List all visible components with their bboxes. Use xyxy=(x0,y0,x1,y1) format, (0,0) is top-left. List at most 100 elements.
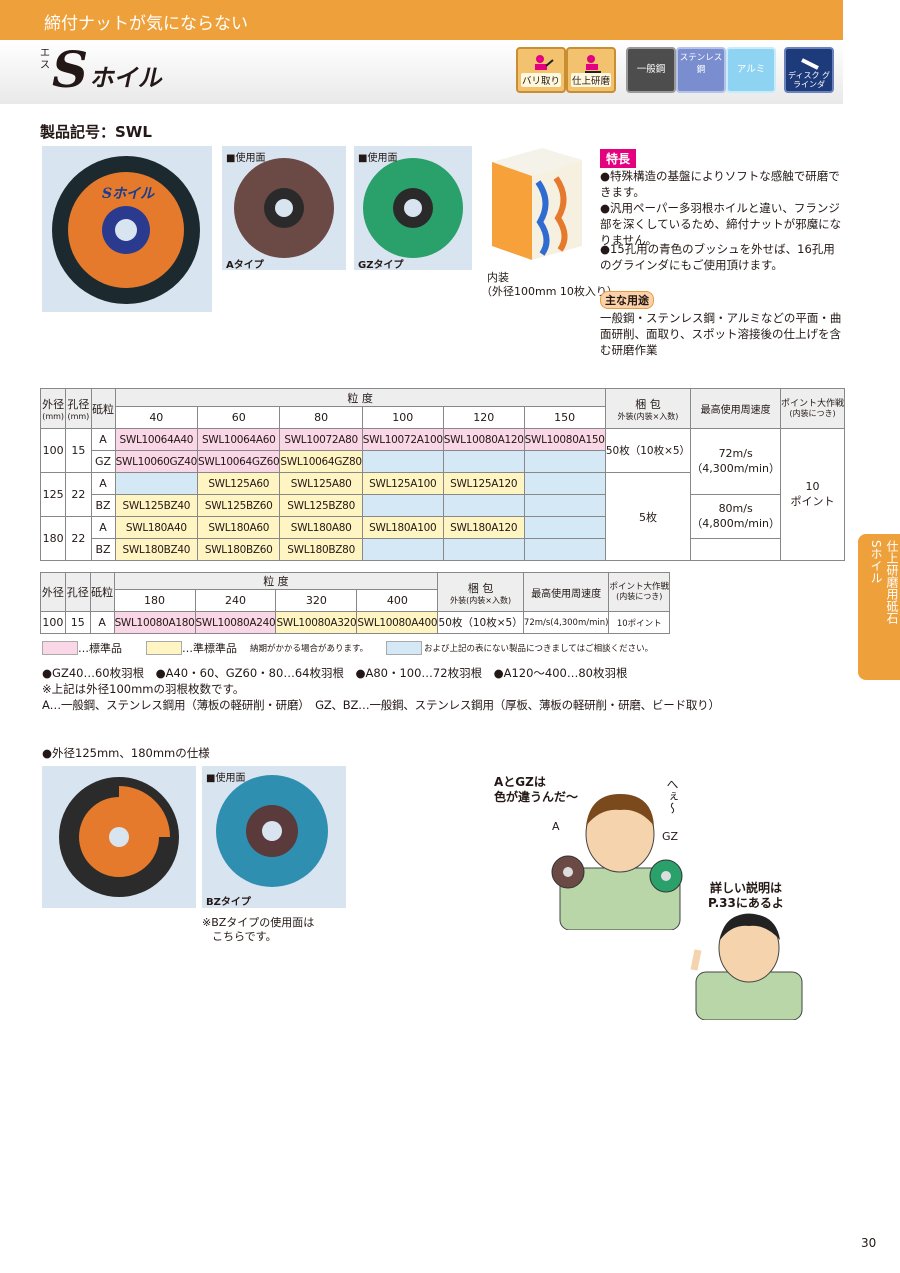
note-blades: ●GZ40…60枚羽根 ●A40・60、GZ60・80…64枚羽根 ●A80・1… xyxy=(42,666,628,680)
tool-disc-grinder: ディスク グラインダ xyxy=(784,47,834,93)
cell-code: SWL10072A80 xyxy=(279,428,363,451)
feature-3: ●15孔用の青色のブッシュを外せば、16孔用のグラインダにもご使用頂けます。 xyxy=(600,242,835,272)
cell-hole: 22 xyxy=(65,516,92,561)
feature-1: ●特殊構造の基盤によりソフトな感触で研磨できます。 xyxy=(600,169,840,199)
cell-code: SWL180A100 xyxy=(361,516,444,539)
th-pack: 梱 包外装(内装×入数) xyxy=(437,572,524,612)
cell-grit: A xyxy=(90,428,116,451)
cell-code: SWL180BZ40 xyxy=(114,538,199,561)
cell-code: SWL10080A120 xyxy=(442,428,525,451)
cell-empty xyxy=(361,538,444,561)
th-size-180: 180 xyxy=(113,589,196,612)
th-hole: 孔径(mm) xyxy=(65,388,92,429)
logo-word: ホイル xyxy=(88,64,167,92)
th-point: ポイント大作戦(内装につき) xyxy=(608,572,670,612)
cartoon-hee: へぇ〜 xyxy=(665,778,679,814)
th-speed: 最高使用周速度 xyxy=(690,388,781,429)
note-types: A…一般鋼、ステンレス鋼用（薄板の軽研削・研磨） GZ、BZ…一般鋼、ステンレス… xyxy=(42,698,720,712)
type-a-label: Aタイプ xyxy=(226,260,264,271)
cartoon-a-label: A xyxy=(552,820,560,833)
cell-grit: A xyxy=(90,516,116,539)
type-bz-photo xyxy=(202,766,346,908)
usage-face-label-bz: ■使用面 xyxy=(206,773,246,784)
th-od: 外径 xyxy=(40,572,66,612)
th-point: ポイント大作戦(内装につき) xyxy=(779,388,846,429)
cell-code: SWL125A100 xyxy=(361,472,444,495)
page-number: 30 xyxy=(861,1236,877,1250)
cell-code: SWL10064A40 xyxy=(114,428,199,451)
cell-code: SWL10080A150 xyxy=(523,428,606,451)
product-code: 製品記号：SWL xyxy=(40,123,152,141)
th-size-100: 100 xyxy=(361,406,444,429)
th-grit: 砥粒 xyxy=(90,388,116,429)
cell-empty xyxy=(114,472,199,495)
cell-grit: GZ xyxy=(90,450,116,473)
legend-swatch-other xyxy=(386,641,422,655)
header-title: 締付ナットが気にならない xyxy=(44,14,248,34)
th-od: 外径(mm) xyxy=(39,388,67,429)
cell-speed: 72m/s(4,300m/min) xyxy=(522,611,610,634)
cell-code: SWL10072A100 xyxy=(361,428,444,451)
cartoon-bubble-1: AとGZは xyxy=(494,775,546,789)
inner-box-note: （外径100mm 10枚入り） xyxy=(481,285,618,298)
th-size: 粒 度 xyxy=(113,572,439,590)
cell-empty xyxy=(523,494,606,517)
cell-code: SWL125A80 xyxy=(279,472,363,495)
logo-s: S xyxy=(52,40,89,99)
side-tab-line2: Sホイル xyxy=(869,540,883,584)
material-steel-label: 一般鋼 xyxy=(636,64,666,75)
cell-empty xyxy=(523,516,606,539)
cell-code: SWL10064GZ80 xyxy=(279,450,363,473)
cell-code: SWL180A60 xyxy=(197,516,281,539)
legend-semi-note: 納期がかかる場合があります。 xyxy=(250,644,369,654)
material-stainless: ステンレス鋼 xyxy=(676,47,726,93)
cell-grit: BZ xyxy=(90,538,116,561)
usage-face-label-a: ■使用面 xyxy=(226,153,266,164)
legend-standard: …標準品 xyxy=(78,642,122,655)
cell-empty xyxy=(361,450,444,473)
cell-empty xyxy=(361,494,444,517)
th-size-240: 240 xyxy=(194,589,277,612)
cell-hole: 15 xyxy=(64,611,91,634)
cell-speed: 72m/s（4,300m/min） xyxy=(690,428,781,495)
material-stainless-label: ステンレス鋼 xyxy=(679,53,723,75)
cell-od: 180 xyxy=(39,516,67,561)
cell-empty xyxy=(523,450,606,473)
cartoon-bubble-2b: P.33にあるよ xyxy=(708,896,784,910)
cell-code: SWL10080A400 xyxy=(356,611,439,634)
cell-code: SWL10060GZ40 xyxy=(114,450,199,473)
spec2-title: ●外径125mm、180mmの仕様 xyxy=(42,746,210,760)
cell-code: SWL180BZ60 xyxy=(197,538,281,561)
category-deburr: バリ取り xyxy=(516,47,566,93)
cell-code: SWL125BZ40 xyxy=(114,494,199,517)
bz-note-1: ※BZタイプの使用面は xyxy=(202,916,315,929)
cell-empty xyxy=(442,450,525,473)
cell-code: SWL180A80 xyxy=(279,516,363,539)
logo-ruby: エス xyxy=(40,48,50,71)
cell-code: SWL10064A60 xyxy=(197,428,281,451)
cell-grit: A xyxy=(90,472,116,495)
usage-face-label-gz: ■使用面 xyxy=(358,153,398,164)
cell-code: SWL10080A320 xyxy=(275,611,358,634)
cell-speed: 80m/s（4,800m/min） xyxy=(690,494,781,539)
cell-code: SWL125A60 xyxy=(197,472,281,495)
cell-empty xyxy=(442,538,525,561)
category-finishing-label: 仕上研磨 xyxy=(571,73,611,87)
disc-125-photo xyxy=(42,766,196,908)
cell-code: SWL180A120 xyxy=(442,516,525,539)
cell-empty xyxy=(523,472,606,495)
cell-od: 125 xyxy=(39,472,67,517)
tool-label: ディスク グラインダ xyxy=(788,71,830,89)
usage-text: 一般鋼・ステンレス鋼・アルミなどの平面・曲面研削、面取り、スポット溶接後の仕上げ… xyxy=(600,311,842,357)
cartoon-bubble-1b: 色が違うんだ〜 xyxy=(494,790,579,804)
cell-empty xyxy=(442,494,525,517)
th-size-320: 320 xyxy=(275,589,358,612)
cell-code: SWL125BZ60 xyxy=(197,494,281,517)
disc-logo: Sホイル xyxy=(102,186,155,202)
feature-2: ●汎用ペーパー多羽根ホイルと違い、フランジ部を深くしているため、締付ナットが邪魔… xyxy=(600,201,842,247)
cell-code: SWL10080A180 xyxy=(113,611,196,634)
cell-od: 100 xyxy=(39,428,67,473)
th-size-40: 40 xyxy=(114,406,199,429)
type-gz-photo xyxy=(354,146,472,270)
